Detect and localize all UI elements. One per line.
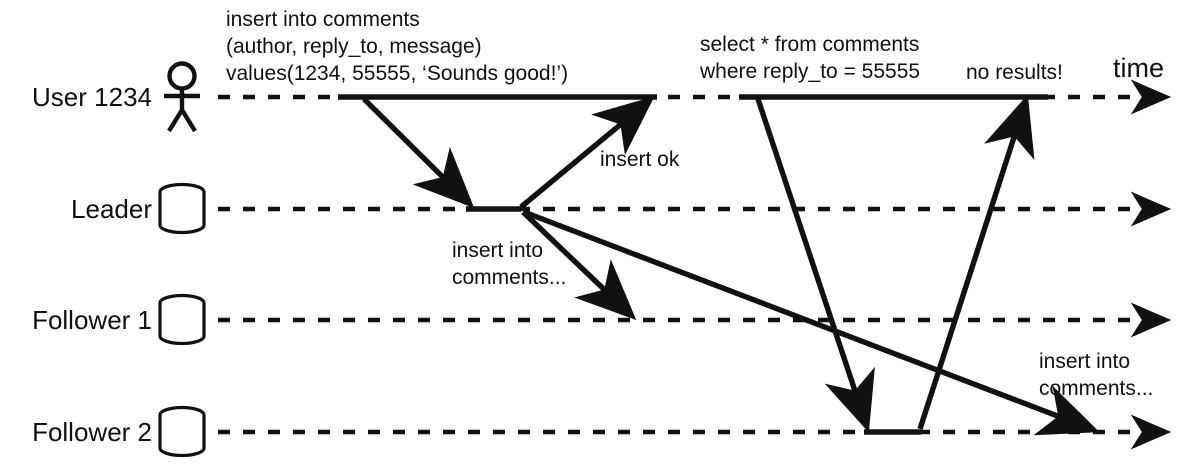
message-label-insert-request: insert into comments (author, reply_to, … bbox=[226, 8, 569, 85]
time-axis-label: time bbox=[1113, 53, 1165, 83]
stick-figure-actor-icon bbox=[164, 61, 200, 133]
arrow-no-results bbox=[917, 94, 1035, 430]
message-label-replicate-follower-2: insert into comments... bbox=[1039, 350, 1154, 400]
message-label-insert-ok: insert ok bbox=[600, 148, 680, 171]
lane-label-user-1234: User 1234 bbox=[32, 82, 152, 112]
message-label-replicate-follower-1: insert into comments... bbox=[452, 239, 567, 289]
database-cylinder-icon bbox=[158, 182, 206, 235]
arrow-select-query bbox=[755, 98, 875, 433]
arrow-replicate-follower-1 bbox=[521, 210, 637, 321]
message-label-no-results: no results! bbox=[966, 61, 1063, 84]
lane-label-follower-2: Follower 2 bbox=[32, 417, 152, 447]
lane-label-leader: Leader bbox=[71, 194, 152, 224]
arrow-replicate-follower-2 bbox=[523, 209, 1100, 436]
database-cylinder-icon bbox=[158, 405, 206, 458]
message-label-select-query: select * from comments where reply_to = … bbox=[700, 33, 921, 83]
arrow-insert-request bbox=[362, 97, 475, 209]
lane-label-follower-1: Follower 1 bbox=[32, 305, 152, 335]
database-cylinder-icon bbox=[158, 293, 206, 346]
arrow-insert-ok bbox=[519, 96, 655, 210]
